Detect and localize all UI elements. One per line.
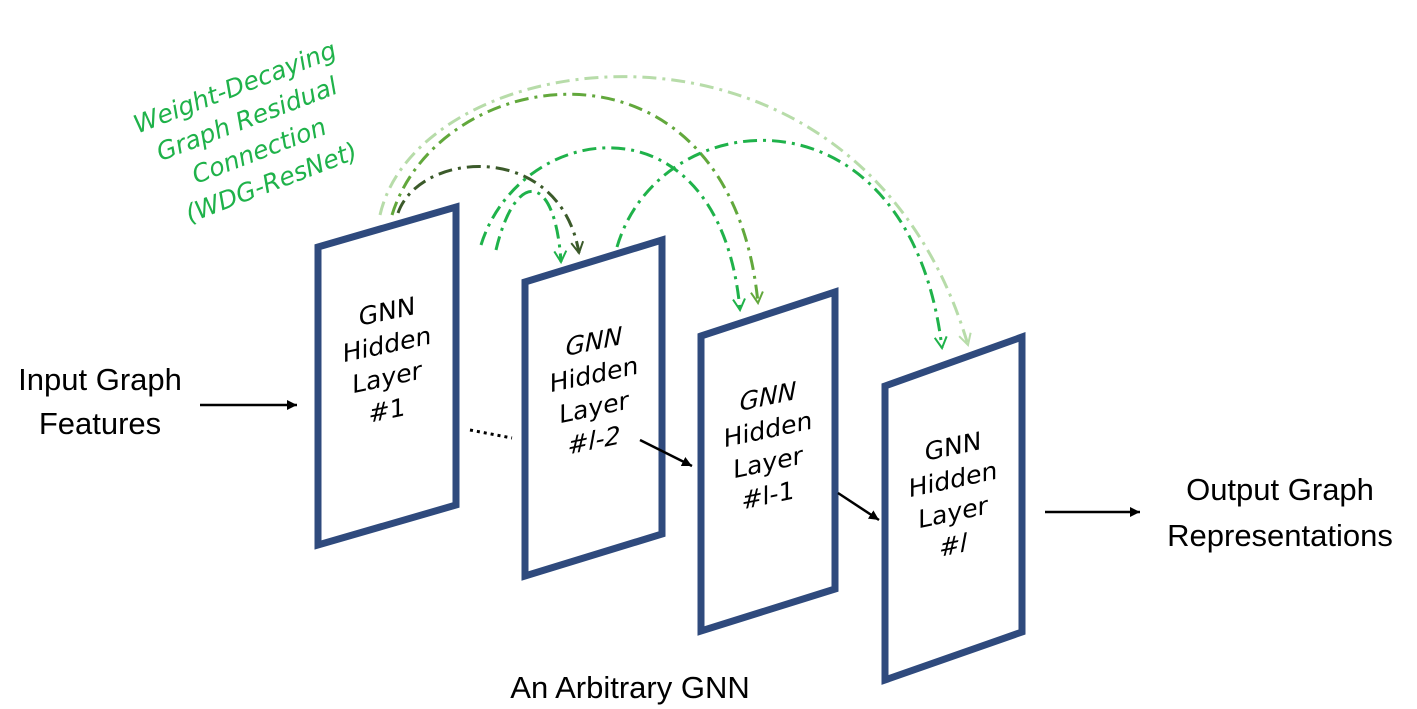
- residual-arc-pale: [378, 75, 968, 345]
- output-label-line: Representations: [1167, 518, 1393, 553]
- input-label-line: Features: [39, 406, 161, 441]
- residual-arc-dark: [396, 165, 579, 253]
- layer-arrow: [639, 438, 693, 468]
- residual-arc-bright: [479, 146, 740, 310]
- residual-annotation: Weight-Decaying Graph Residual Connectio…: [129, 35, 361, 228]
- layer-panel-1: [314, 202, 460, 550]
- residual-arc-bright: [615, 138, 942, 348]
- input-label-line: Input Graph: [18, 362, 182, 397]
- ellipsis-dots: [469, 428, 513, 440]
- layer-arrow: [837, 491, 880, 522]
- svg-text:#l: #l: [939, 528, 967, 563]
- output-label-line: Output Graph: [1186, 472, 1374, 507]
- layer-panel-2: [521, 235, 666, 581]
- residual-arc-olive: [390, 92, 758, 303]
- layer-panel-4: [881, 332, 1026, 685]
- residual-arc-bright: [494, 189, 561, 262]
- layer-panel-3: [697, 287, 839, 636]
- caption: An Arbitrary GNN: [510, 670, 749, 705]
